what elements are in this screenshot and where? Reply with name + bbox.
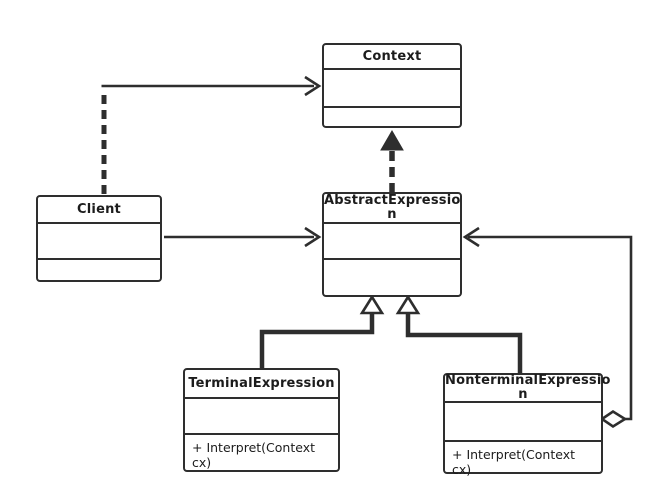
- class-title: NonterminalExpressio n: [445, 373, 611, 402]
- class-context[interactable]: Context: [322, 43, 462, 128]
- line: [468, 235, 633, 421]
- class-attributes: [38, 222, 160, 258]
- connector-nonterminalexpression-generalization[interactable]: [395, 294, 523, 374]
- connector-client-to-abstractexpression[interactable]: [164, 226, 322, 248]
- class-terminal-expression[interactable]: TerminalExpression + Interpret(Context c…: [183, 368, 340, 472]
- open-arrowhead-icon: [304, 75, 322, 97]
- class-abstract-expression[interactable]: AbstractExpressio n: [322, 192, 462, 297]
- class-methods: [324, 106, 460, 126]
- method-line: + Interpret(Context: [192, 440, 316, 455]
- class-title-line: AbstractExpressio: [324, 193, 461, 208]
- class-title-line: NonterminalExpressio: [445, 373, 611, 388]
- class-methods: + Interpret(Context cx): [445, 440, 601, 482]
- class-title-line: n: [518, 387, 528, 402]
- open-arrowhead-icon: [304, 226, 322, 248]
- class-title: Client: [77, 201, 121, 217]
- class-methods: [38, 258, 160, 280]
- hollow-triangle-arrowhead-icon: [395, 294, 421, 315]
- class-title: TerminalExpression: [188, 375, 335, 391]
- line: [259, 312, 375, 369]
- class-methods: + Interpret(Context cx): [185, 433, 338, 475]
- method-line: cx): [192, 455, 212, 470]
- class-title: Context: [362, 48, 422, 64]
- class-title: AbstractExpressio n: [324, 194, 460, 222]
- class-nonterminal-expression[interactable]: NonterminalExpressio n + Interpret(Conte…: [443, 373, 611, 477]
- class-attributes: [324, 222, 460, 258]
- line: [405, 312, 523, 374]
- hollow-diamond-icon: [599, 409, 628, 429]
- class-attributes: [445, 401, 601, 440]
- connector-nonterminalexpression-aggregation[interactable]: [462, 226, 633, 429]
- connector-client-to-context[interactable]: [101, 75, 322, 194]
- method-line: + Interpret(Context cx): [452, 447, 576, 477]
- connector-terminalexpression-generalization[interactable]: [259, 294, 385, 369]
- class-client[interactable]: Client: [36, 195, 162, 282]
- class-attributes: [185, 397, 338, 433]
- filled-arrowhead-icon: [380, 130, 404, 151]
- class-attributes: [324, 68, 460, 106]
- class-methods: [324, 258, 460, 295]
- class-title-line: n: [387, 207, 397, 222]
- hollow-triangle-arrowhead-icon: [359, 294, 385, 315]
- connector-abstractexpression-to-context[interactable]: [380, 130, 404, 193]
- open-arrowhead-icon: [462, 226, 480, 248]
